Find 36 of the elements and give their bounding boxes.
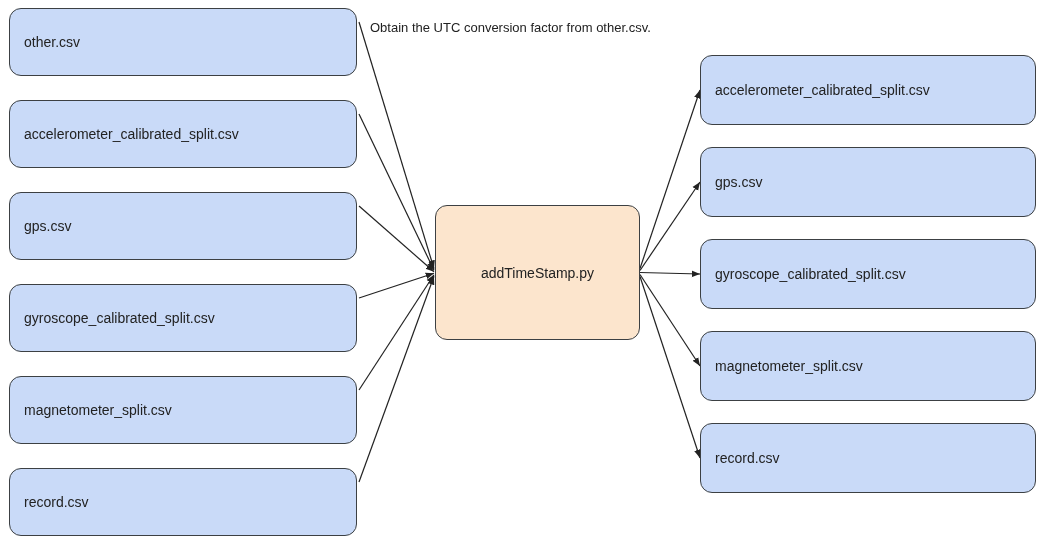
arrow (358, 274, 435, 391)
file-name: magnetometer_split.csv (23, 402, 172, 418)
arrow (358, 205, 435, 273)
process-label: addTimeStamp.py (480, 264, 595, 281)
file-name: magnetometer_split.csv (714, 358, 863, 374)
file-name: gyroscope_calibrated_split.csv (23, 310, 215, 326)
arrow (358, 272, 435, 299)
file-name: record.csv (714, 450, 780, 466)
note-text: Obtain the UTC conversion factor from other.csv. (370, 20, 652, 36)
file-box (9, 192, 357, 260)
file-box (700, 55, 1036, 125)
file-name: accelerometer_calibrated_split.csv (23, 126, 239, 142)
file-box (9, 8, 357, 76)
file-name: gps.csv (23, 218, 72, 234)
arrow (639, 89, 701, 270)
file-box (9, 468, 357, 536)
file-box (700, 331, 1036, 401)
file-box (9, 284, 357, 352)
file-box (700, 423, 1036, 493)
arrow (358, 275, 435, 483)
arrow (358, 21, 435, 270)
process-box (435, 205, 640, 340)
arrow (358, 113, 435, 271)
file-name: gps.csv (714, 174, 763, 190)
arrow (639, 275, 701, 459)
file-box (9, 100, 357, 168)
arrow (639, 181, 701, 272)
file-box (9, 376, 357, 444)
arrow (639, 270, 701, 278)
file-name: accelerometer_calibrated_split.csv (714, 82, 930, 98)
file-box (700, 239, 1036, 309)
file-box (700, 147, 1036, 217)
file-name: record.csv (23, 494, 89, 510)
file-name: other.csv (23, 34, 81, 50)
arrow (639, 273, 701, 367)
file-name: gyroscope_calibrated_split.csv (714, 266, 906, 282)
